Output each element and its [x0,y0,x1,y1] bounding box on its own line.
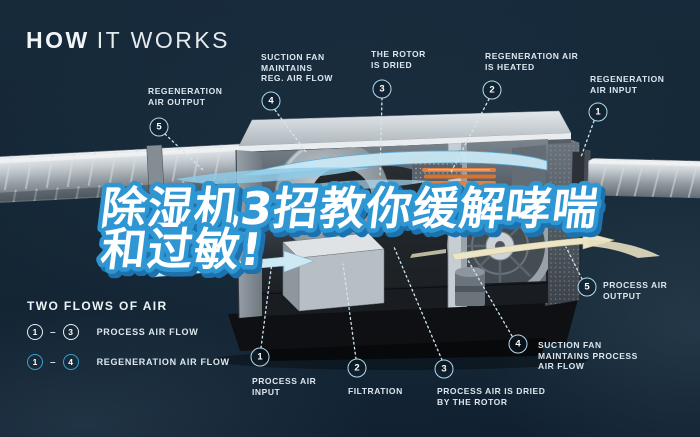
callout-badge-process-air-dried: 3 [434,359,454,379]
legend-row-process-air-flow: 1 – 3 PROCESS AIR FLOW [27,324,198,340]
callout-label-process-air-dried: PROCESS AIR IS DRIED BY THE ROTOR [437,386,546,407]
legend-heading: TWO FLOWS OF AIR [27,299,168,313]
callout-badge-process-air-input: 1 [250,347,270,367]
legend-range-dash: – [50,356,56,368]
headline-line1-shadow: 除湿机3招教你缓解哮喘 [102,186,606,239]
machine-body [149,110,660,319]
legend-circle-from: 1 [27,354,43,370]
right-spiral-duct [571,149,700,203]
page-title-light: IT WORKS [96,27,231,53]
callout-label-rotor-dried: THE ROTOR IS DRIED [371,49,426,70]
callout-badge-suction-fan-process: 4 [508,334,528,354]
leader-lines [164,97,595,361]
callout-label-filtration: FILTRATION [348,386,403,396]
callout-label-suction-fan-reg: SUCTION FAN MAINTAINS REG. AIR FLOW [261,52,333,83]
left-spiral-duct [0,143,254,204]
callout-label-suction-fan-process: SUCTION FAN MAINTAINS PROCESS AIR FLOW [538,340,638,371]
callout-badge-reg-air-input: 1 [588,102,608,122]
airflow-arrows [149,150,660,278]
callout-badge-filtration: 2 [347,358,367,378]
callout-badge-reg-air-output: 5 [149,117,169,137]
callout-badge-rotor-dried: 3 [372,79,392,99]
heater-element [422,168,496,185]
callout-label-reg-air-input: REGENERATION AIR INPUT [590,74,665,95]
headline-line2-shadow: 和过敏! [102,227,270,280]
legend-circle-from: 1 [27,324,43,340]
callout-label-process-air-output: PROCESS AIR OUTPUT [603,280,668,301]
callout-badge-process-air-output: 5 [577,277,597,297]
headline-line2: 和过敏! [98,223,266,276]
headline-line1: 除湿机3招教你缓解哮喘 [98,182,602,235]
legend-row-label: REGENERATION AIR FLOW [96,357,230,367]
legend-circle-to: 4 [62,354,79,370]
callout-badge-suction-fan-reg: 4 [261,91,281,111]
callout-badge-reg-air-heated: 2 [482,80,502,100]
machine-base [212,299,588,370]
callout-label-process-air-input: PROCESS AIR INPUT [252,376,317,397]
legend-range-dash: – [50,326,56,338]
legend-row-regeneration-air-flow: 1 – 4 REGENERATION AIR FLOW [27,354,230,370]
legend-row-label: PROCESS AIR FLOW [96,327,199,337]
legend-circle-to: 3 [62,324,79,340]
callout-label-reg-air-heated: REGENERATION AIR IS HEATED [485,51,579,72]
callout-label-reg-air-output: REGENERATION AIR OUTPUT [148,86,223,107]
page-title-strong: HOW [26,27,90,53]
